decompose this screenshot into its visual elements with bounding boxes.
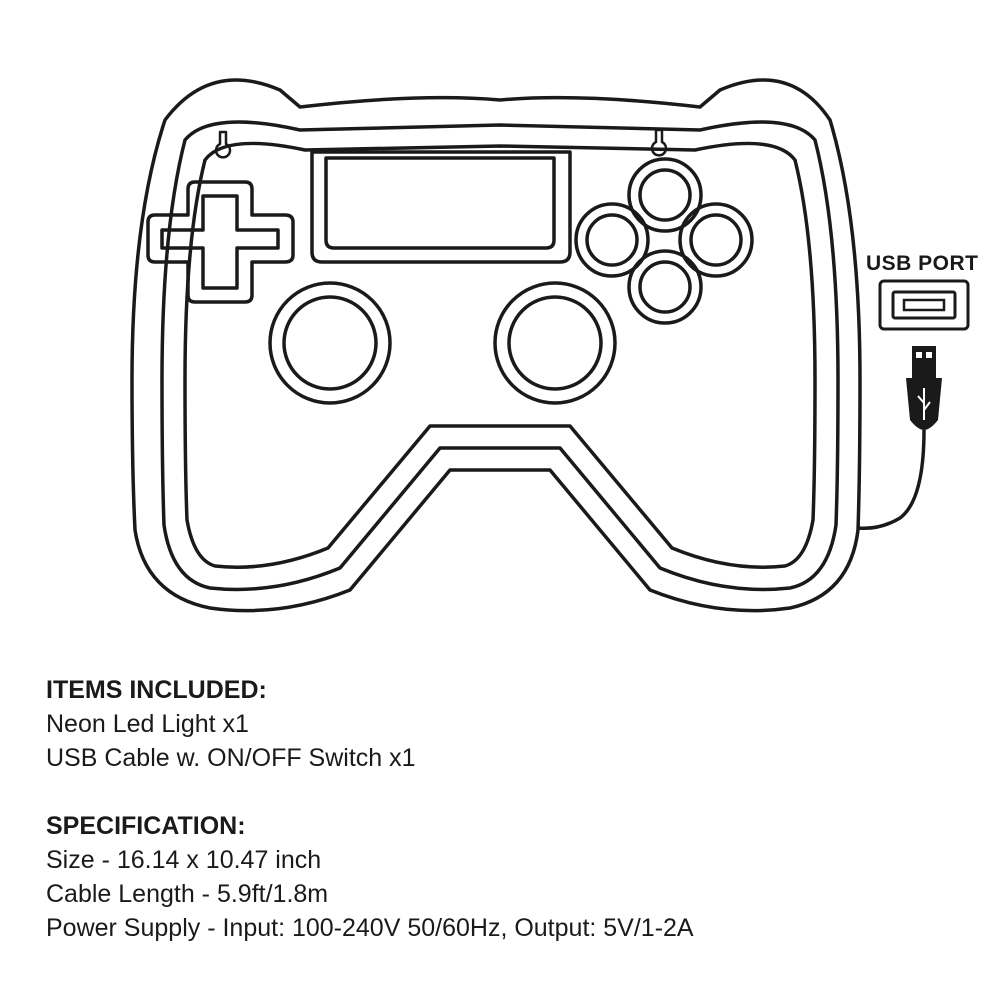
usb-plug-icon: [906, 346, 942, 430]
gamepad-outline-inner-2: [183, 141, 817, 569]
face-button-icon: [678, 202, 754, 278]
touchpad-icon: [310, 150, 572, 264]
gamepad-outline-inner: [160, 120, 840, 592]
face-button-inner: [585, 213, 639, 267]
thumbstick-icon: [493, 281, 617, 405]
items-included-line: Neon Led Light x1: [46, 710, 249, 738]
usb-port-icon: [878, 279, 970, 331]
face-button-icon: [627, 157, 703, 233]
thumbstick-inner: [507, 295, 603, 391]
face-button-inner: [638, 260, 692, 314]
specification-section: SPECIFICATION: Size - 16.14 x 10.47 inch…: [46, 809, 946, 945]
dpad-icon: [146, 180, 295, 304]
thumbstick-inner: [282, 295, 378, 391]
items-included-section: ITEMS INCLUDED: Neon Led Light x1 USB Ca…: [46, 673, 946, 775]
usb-cable: [857, 429, 926, 531]
dpad-inner: [160, 194, 280, 290]
face-button-inner: [689, 213, 743, 267]
usb-port-label: USB PORT: [866, 252, 979, 275]
items-included-heading: ITEMS INCLUDED:: [46, 676, 267, 704]
face-button-icon: [574, 202, 650, 278]
specification-heading: SPECIFICATION:: [46, 812, 246, 840]
specification-power-supply: Power Supply - Input: 100-240V 50/60Hz, …: [46, 914, 694, 942]
touchpad-inner: [324, 156, 556, 250]
keyhole-icon: [650, 128, 668, 157]
thumbstick-icon: [268, 281, 392, 405]
controller-diagram: [130, 78, 970, 613]
gamepad-outline-outer: [130, 78, 862, 613]
product-info: ITEMS INCLUDED: Neon Led Light x1 USB Ca…: [46, 673, 946, 945]
specification-size: Size - 16.14 x 10.47 inch: [46, 846, 322, 874]
keyhole-icon: [214, 130, 232, 159]
specification-cable-length: Cable Length - 5.9ft/1.8m: [46, 880, 329, 908]
face-button-inner: [638, 168, 692, 222]
items-included-line: USB Cable w. ON/OFF Switch x1: [46, 744, 416, 772]
face-button-icon: [627, 249, 703, 325]
